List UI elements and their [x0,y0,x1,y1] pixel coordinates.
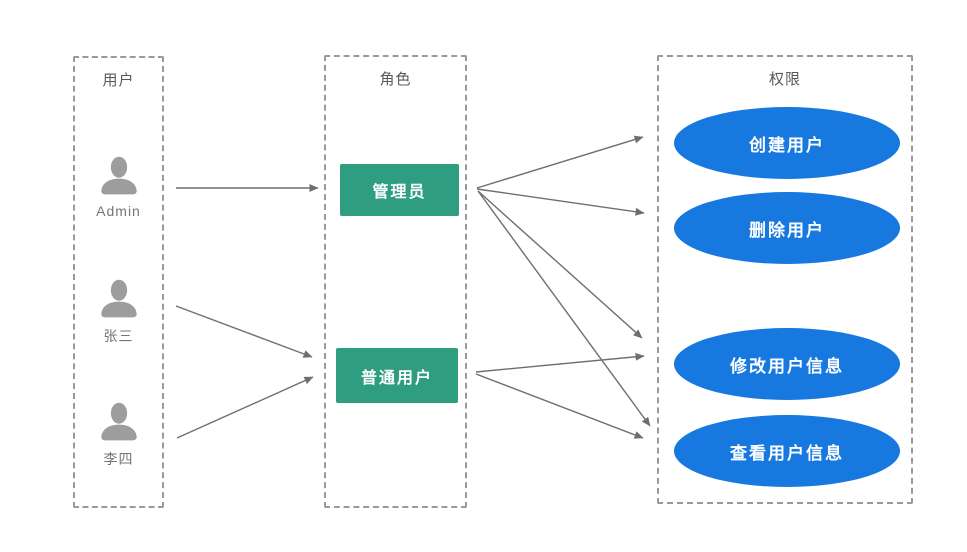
person-icon [98,153,140,198]
user-admin: Admin [75,153,162,219]
users-group: 用户 Admin 张三 [73,56,164,508]
user-zhangsan: 张三 [75,276,162,346]
arrow-role-admin-to-delete-user [476,188,645,216]
role-node-normal-user: 普通用户 [336,348,458,403]
role-node-admin: 管理员 [340,164,459,216]
user-lisi: 李四 [75,399,162,469]
users-group-title: 用户 [102,72,135,89]
person-icon [98,276,140,321]
permissions-group-title: 权限 [768,71,801,88]
user-label: Admin [96,203,141,219]
user-label: 张三 [103,328,134,344]
arrow-zhangsan-to-role-normal [175,305,313,358]
arrow-role-normal-to-modify-info [475,352,645,373]
arrow-role-normal-to-view-info [475,373,644,439]
arrow-role-admin-to-view-info [477,190,651,427]
arrow-lisi-to-role-normal [176,376,314,439]
permission-node-modify-user-info: 修改用户信息 [674,328,900,400]
permission-node-view-user-info: 查看用户信息 [674,415,900,487]
arrow-role-admin-to-modify-info [477,190,643,339]
user-label: 李四 [103,451,134,467]
person-icon [98,399,140,444]
permissions-group: 权限 创建用户 删除用户 修改用户信息 查看用户信息 [657,55,913,504]
arrow-role-admin-to-create-user [476,135,644,189]
roles-group-title: 角色 [379,71,412,88]
permission-node-create-user: 创建用户 [674,107,900,179]
roles-group: 角色 管理员 普通用户 [324,55,467,508]
permission-node-delete-user: 删除用户 [674,192,900,264]
